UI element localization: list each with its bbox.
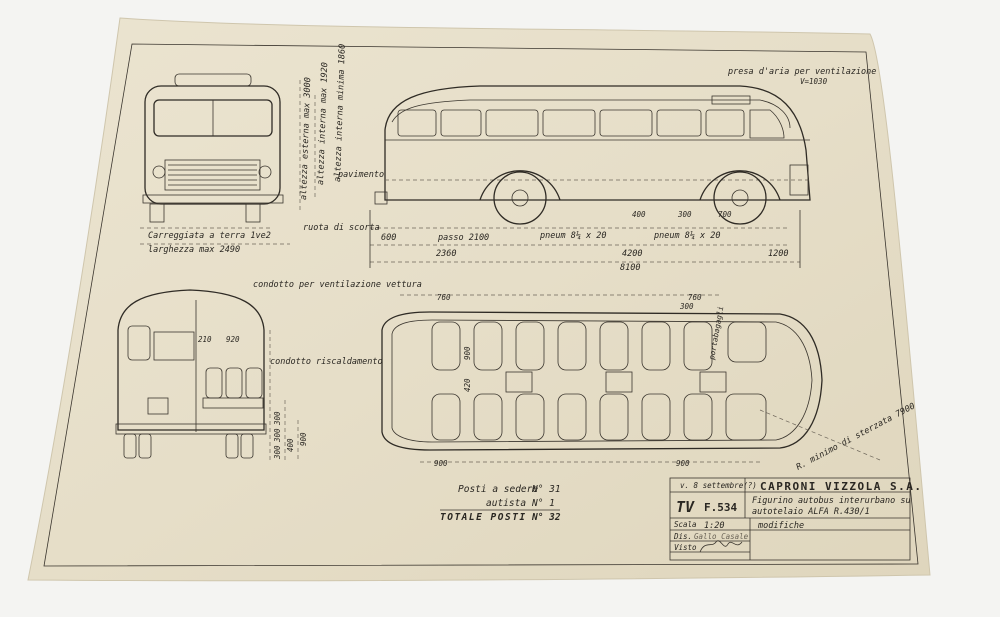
front-height-int-label: altezza interna max 1920 — [316, 62, 330, 185]
rear-vent-duct-label: condotto per ventilazione vettura — [253, 280, 422, 290]
seats-row1-label: Posti a sedere — [458, 484, 538, 495]
dim-h4: 400 — [286, 438, 295, 452]
title-description-2: autotelaio ALFA R.430/1 — [752, 507, 870, 517]
dim-total-length: 8100 — [620, 263, 640, 273]
side-spare-wheel-label: ruota di scorta — [303, 223, 380, 233]
dim-front-span: 2360 — [436, 249, 456, 259]
seats-total-value: N° 32 — [531, 512, 561, 523]
title-description-1: Figurino autobus interurbano su — [752, 496, 911, 506]
dim-wheelbase: 4200 — [622, 249, 642, 259]
title-date: v. 8 settembre(?) — [680, 481, 757, 490]
dim-h3: 300 — [273, 445, 282, 460]
dim-rear-overhang: 1200 — [768, 249, 788, 259]
side-air-intake-note: V=1030 — [800, 77, 828, 86]
dim-h1: 300 — [273, 411, 282, 426]
front-width-label: larghezza max 2490 — [148, 245, 240, 255]
plan-dim-side-b: 420 — [463, 378, 472, 392]
drawing-frame — [43, 43, 919, 567]
title-logo: TV — [676, 498, 695, 516]
front-height-ext-label: altezza esterna max 3000 — [299, 77, 313, 200]
dim-rear-c: 700 — [718, 210, 732, 219]
dim-rear-b: 300 — [677, 210, 692, 219]
side-view — [369, 85, 811, 268]
title-scale-label: Scala — [674, 520, 697, 529]
rear-heat-duct-label: condotto riscaldamento — [270, 357, 383, 367]
dim-seat-b: 920 — [226, 335, 240, 344]
front-track-label: Carreggiata a terra 1ve2 — [148, 231, 271, 241]
plan-dim-top-left: 760 — [437, 293, 451, 302]
side-tyre-front-label: pneum 8¼ x 20 — [539, 231, 607, 241]
title-drawing-no: F.534 — [704, 501, 737, 514]
plan-dim-bottom-right: 900 — [676, 459, 690, 468]
side-floor-label: pavimento — [337, 170, 384, 180]
rear-view — [115, 289, 299, 460]
plan-view — [381, 294, 881, 463]
dim-h2: 300 — [273, 428, 282, 443]
side-air-intake-label: presa d'aria per ventilazione — [727, 67, 876, 77]
front-height-min-label: altezza interna minima 1860 — [333, 44, 348, 182]
title-scale-value: 1:20 — [704, 521, 724, 531]
title-visto-label: Visto — [674, 543, 697, 552]
dim-h5: 900 — [299, 432, 308, 446]
side-tyre-rear-label: pneum 8¼ x 20 — [653, 231, 721, 241]
seats-row2-value: N° 1 — [531, 498, 555, 509]
seats-summary: Posti a sedere N° 31 autista N° 1 TOTALE… — [440, 484, 561, 523]
dim-rear-a: 400 — [632, 210, 646, 219]
title-changes-label: modifiche — [757, 521, 804, 531]
seats-row2-label: autista — [486, 498, 526, 509]
title-dis-value: Gallo Casale — [694, 532, 749, 541]
plan-dim-bottom-left: 900 — [434, 459, 448, 468]
title-block — [669, 477, 911, 561]
dim-wheel-step: passo 2100 — [437, 233, 489, 243]
plan-dim-top-mid: 300 — [679, 302, 694, 311]
dim-seat-a: 210 — [198, 335, 212, 344]
seats-total-label: TOTALE POSTI — [440, 512, 527, 523]
plan-dim-top-right: 760 — [688, 293, 702, 302]
title-company: CAPRONI VIZZOLA S.A. — [760, 480, 922, 493]
front-view — [140, 73, 316, 245]
signature-scribble — [699, 540, 743, 553]
title-dis-label: Dis. — [673, 532, 692, 541]
dim-front-overhang: 600 — [381, 233, 396, 243]
seats-row1-value: N° 31 — [531, 484, 561, 495]
plan-dim-side-a: 900 — [463, 346, 472, 360]
